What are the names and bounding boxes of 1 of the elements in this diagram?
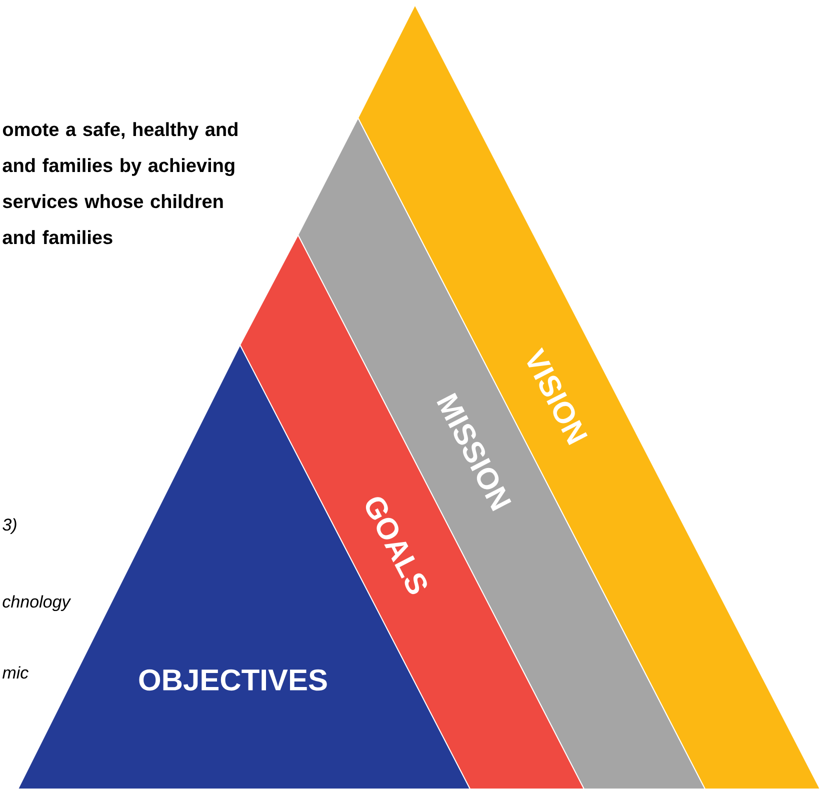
vision-statement: omote a safe, healthy and and families by achieving services whose children and families [2, 122, 238, 244]
